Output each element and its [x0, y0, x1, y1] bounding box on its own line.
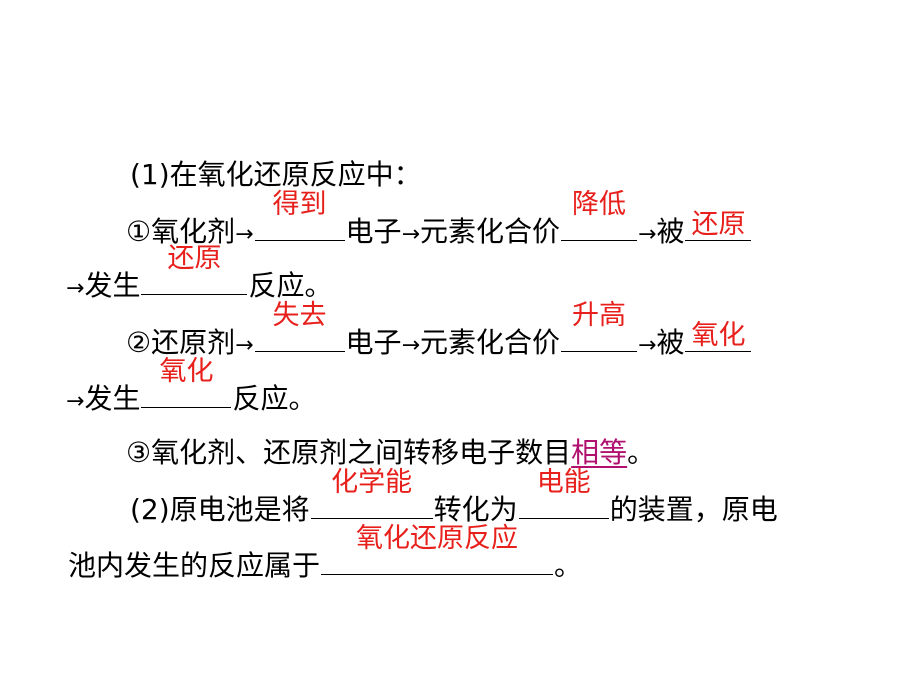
- battery-reaction-end: 。: [554, 549, 583, 582]
- arrow-icon: →: [401, 222, 420, 247]
- oxidant-reaction-blank: 还原: [141, 244, 248, 295]
- oxidant-line-1: ①氧化剂→得到电子→元素化合价降低→被还原: [126, 190, 752, 252]
- reductant-bei-text: 被: [656, 326, 685, 359]
- battery-to-blank: 电能: [518, 468, 609, 519]
- oxidant-valence-answer: 降低: [572, 189, 627, 220]
- oxidant-bei-text: 被: [656, 215, 685, 248]
- oxidant-process-answer: 还原: [691, 209, 746, 240]
- electron-transfer-text: ③氧化剂、还原剂之间转移电子数目: [126, 436, 572, 469]
- arrow-icon: →: [235, 333, 254, 358]
- arrow-icon: →: [401, 333, 420, 358]
- reductant-process-blank: 氧化: [685, 321, 752, 352]
- reductant-reaction-answer: 氧化: [159, 356, 214, 387]
- reductant-process-answer: 氧化: [691, 320, 746, 351]
- arrow-icon: →: [235, 222, 254, 247]
- electron-transfer-end: 。: [627, 436, 656, 469]
- battery-line-1: (2)原电池是将化学能转化为电能的装置，原电: [130, 468, 778, 527]
- oxidant-electron-answer: 得到: [272, 189, 327, 220]
- oxidant-line-2: →发生还原反应。: [66, 244, 333, 306]
- oxidant-electron-blank: 得到: [254, 190, 345, 241]
- arrow-icon: →: [638, 333, 657, 358]
- battery-reaction-answer: 氧化还原反应: [356, 523, 519, 554]
- reductant-line-1: ②还原剂→失去电子→元素化合价升高→被氧化: [126, 301, 752, 363]
- reductant-valence-blank: 升高: [561, 301, 638, 352]
- battery-to-answer: 电能: [536, 467, 591, 498]
- arrow-icon: →: [66, 389, 85, 414]
- oxidant-reaction-text: 反应。: [248, 269, 333, 302]
- section-1-heading: (1)在氧化还原反应中：: [130, 158, 422, 192]
- oxidant-electron-text: 电子: [345, 215, 402, 248]
- section-1-text: (1)在氧化还原反应中：: [130, 158, 422, 191]
- reductant-electron-answer: 失去: [272, 300, 327, 331]
- battery-reaction-blank: 氧化还原反应: [321, 524, 554, 575]
- battery-from-blank: 化学能: [310, 468, 433, 519]
- oxidant-valence-blank: 降低: [561, 190, 638, 241]
- oxidant-valence-text: 元素化合价: [420, 215, 561, 248]
- reductant-label: ②还原剂: [126, 326, 236, 359]
- oxidant-label: ①氧化剂: [126, 215, 236, 248]
- reductant-line-2: →发生氧化反应。: [66, 357, 317, 419]
- oxidant-reaction-answer: 还原: [167, 243, 222, 274]
- battery-from-answer: 化学能: [331, 467, 413, 498]
- arrow-icon: →: [66, 276, 85, 301]
- electron-transfer-line: ③氧化剂、还原剂之间转移电子数目相等。: [126, 436, 655, 470]
- electron-transfer-answer: 相等: [571, 436, 628, 469]
- oxidant-occur-text: 发生: [84, 269, 141, 302]
- reductant-reaction-blank: 氧化: [141, 357, 232, 408]
- oxidant-process-blank: 还原: [685, 210, 752, 241]
- arrow-icon: →: [638, 222, 657, 247]
- reductant-electron-text: 电子: [345, 326, 402, 359]
- battery-line-2: 池内发生的反应属于 氧化还原反应。: [68, 524, 583, 583]
- battery-reaction-prefix: 池内发生的反应属于: [68, 549, 321, 582]
- battery-convert-text: 转化为: [433, 493, 518, 526]
- reductant-reaction-text: 反应。: [232, 382, 317, 415]
- reductant-occur-text: 发生: [84, 382, 141, 415]
- battery-suffix: 的装置，原电: [609, 493, 778, 526]
- reductant-electron-blank: 失去: [254, 301, 345, 352]
- reductant-valence-answer: 升高: [572, 300, 627, 331]
- battery-prefix: (2)原电池是将: [130, 493, 310, 526]
- reductant-valence-text: 元素化合价: [420, 326, 561, 359]
